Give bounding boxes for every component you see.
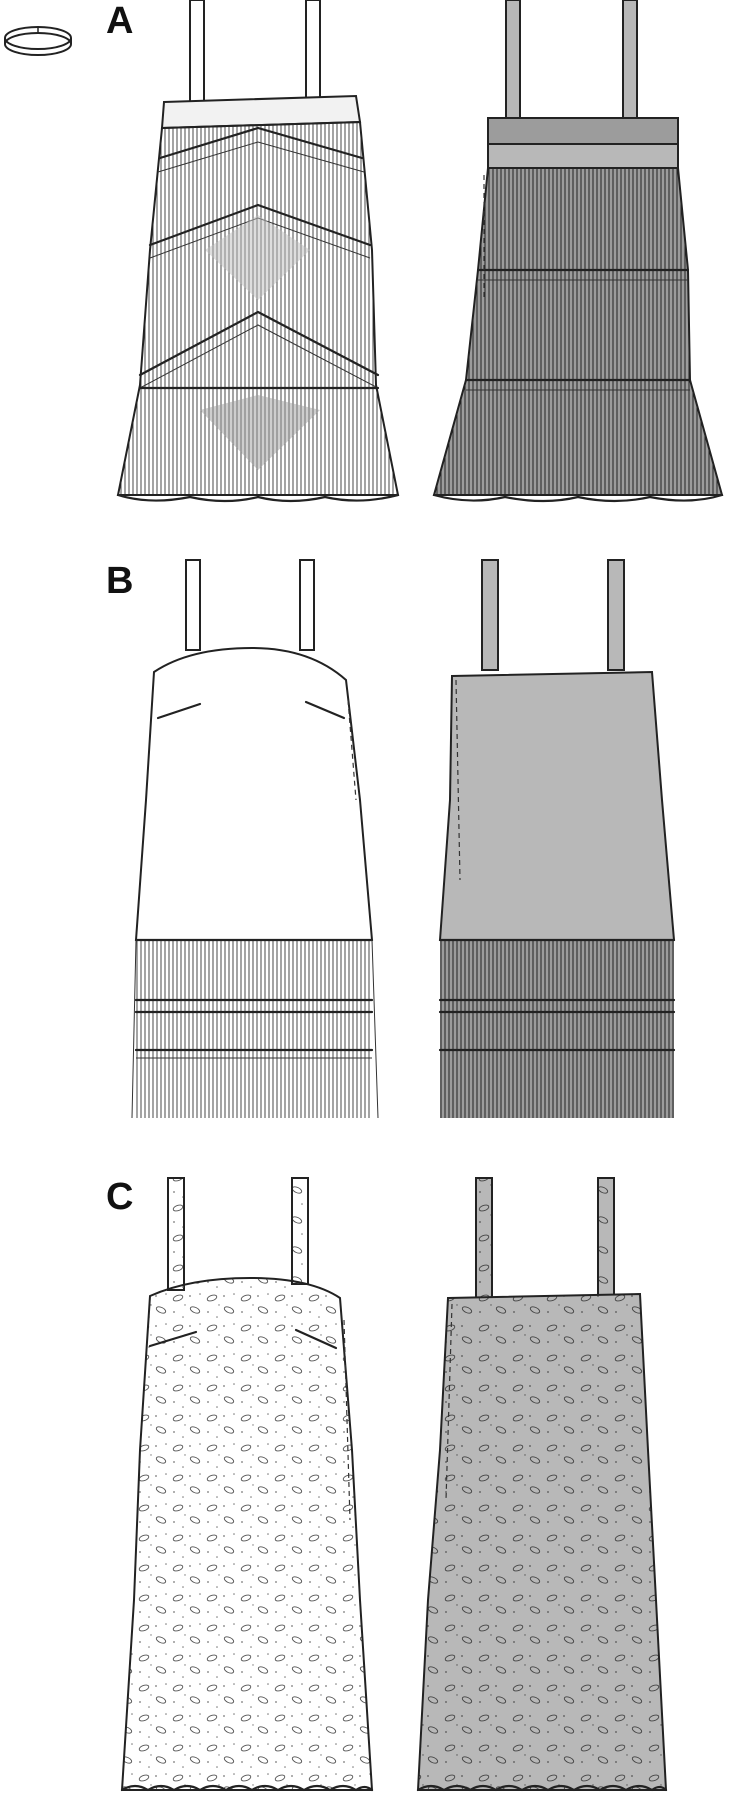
headband-icon	[4, 26, 72, 56]
view-c-front-drawing	[120, 1177, 374, 1792]
view-b-label: B	[106, 560, 134, 602]
view-a-front-drawing	[116, 0, 400, 503]
view-b-front-drawing	[131, 559, 379, 1119]
view-a-label: A	[106, 0, 134, 42]
view-c-back-drawing	[416, 1177, 668, 1792]
view-a-back-drawing	[432, 0, 724, 503]
view-c-label: C	[106, 1176, 134, 1218]
view-b-back-drawing	[438, 559, 676, 1118]
